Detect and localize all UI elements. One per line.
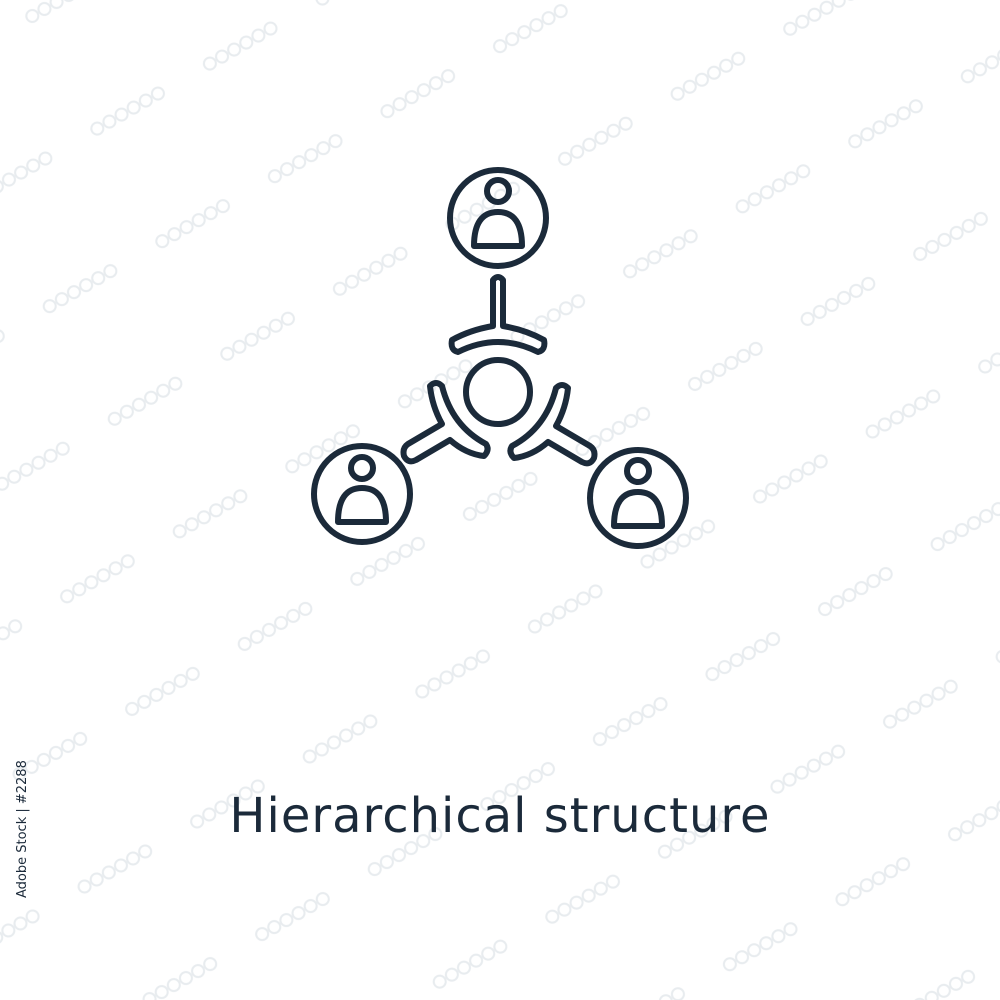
hierarchical-structure-icon [311, 167, 689, 549]
connector-left-icon [400, 380, 491, 465]
person-top-icon [447, 167, 549, 269]
svg-text:Adobe Stock | #228831474: Adobe Stock | #228831474 [15, 760, 30, 898]
person-right-icon [587, 447, 689, 549]
person-left-icon [311, 443, 413, 545]
stock-id-label: Adobe Stock | #228831474 [15, 760, 30, 898]
connector-top-icon [448, 274, 548, 355]
icon-caption: Hierarchical structure [229, 788, 771, 844]
center-node-icon [463, 357, 533, 427]
connector-right-icon [507, 382, 598, 467]
